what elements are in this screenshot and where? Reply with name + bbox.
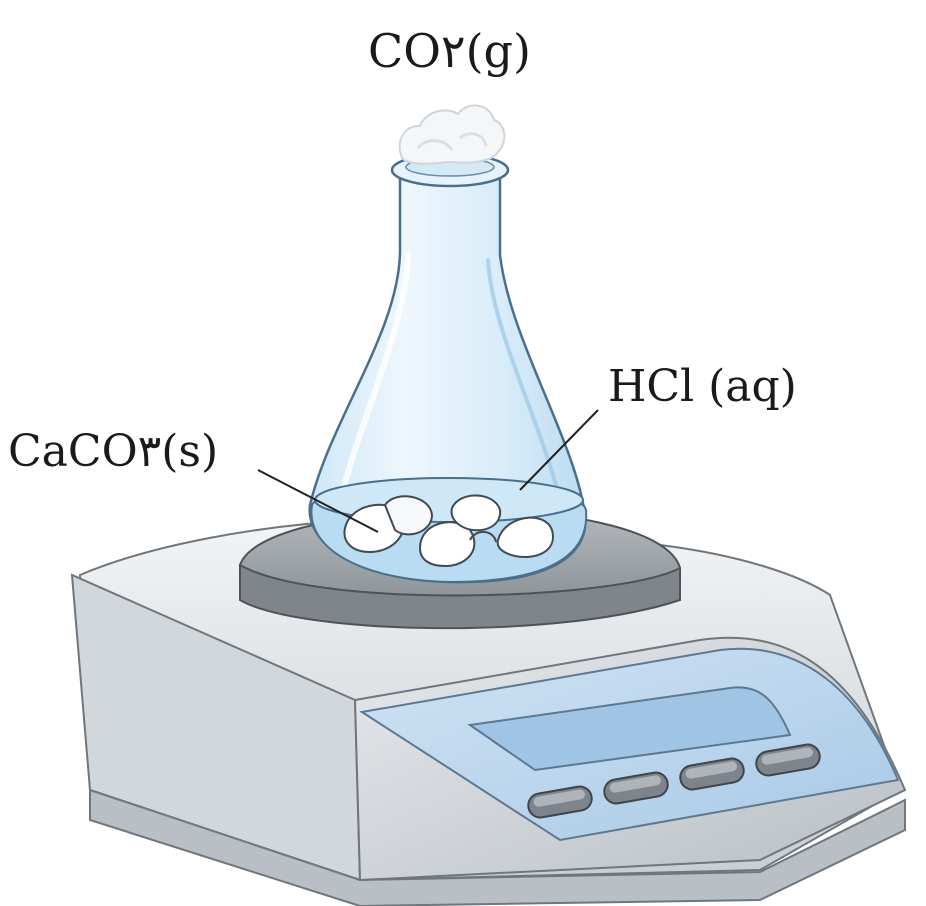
hcl-leader-line (519, 409, 599, 491)
co2-gas-cloud (398, 104, 506, 165)
label-caco3-solid: CaCO۳(s) (8, 426, 219, 477)
scale-button-4[interactable] (754, 743, 821, 778)
button-row (526, 743, 821, 820)
label-hcl-aqueous: HCl (aq) (608, 361, 797, 412)
control-panel (359, 647, 900, 842)
scale-button-3[interactable] (678, 757, 745, 792)
label-co2-gas: CO۲(g) (368, 24, 531, 78)
caco3-leader-line (257, 469, 379, 533)
scale-button-1[interactable] (526, 785, 593, 820)
display-screen (467, 686, 792, 772)
calcium-carbonate-lumps (343, 494, 554, 568)
scale-button-2[interactable] (602, 771, 669, 806)
